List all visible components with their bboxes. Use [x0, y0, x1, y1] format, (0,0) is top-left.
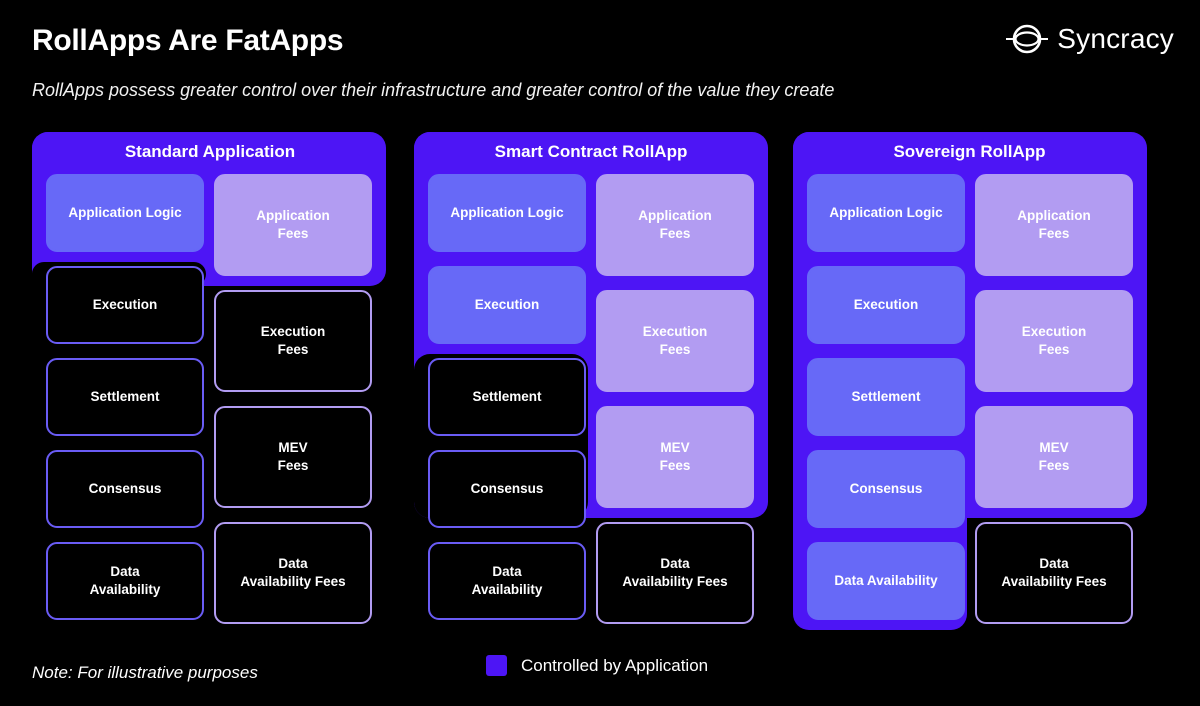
fee-box-execution-fees[interactable]: Execution Fees [975, 290, 1133, 392]
stack-box-data-availability[interactable]: Data Availability [807, 542, 965, 620]
fee-box-mev-fees[interactable]: MEV Fees [975, 406, 1133, 508]
fee-box-execution-fees[interactable]: Execution Fees [214, 290, 372, 392]
page-title: RollApps Are FatApps [32, 24, 344, 57]
stack-box-data-availability[interactable]: Data Availability [46, 542, 204, 620]
fee-box-data-availability-fees[interactable]: Data Availability Fees [596, 522, 754, 624]
column-title-standard-application: Standard Application [124, 142, 296, 161]
fee-box-application-fees[interactable]: Application Fees [214, 174, 372, 276]
stack-box-application-logic[interactable]: Application Logic [428, 174, 586, 252]
stack-box-consensus[interactable]: Consensus [46, 450, 204, 528]
footnote: Note: For illustrative purposes [32, 663, 258, 682]
stack-box-data-availability[interactable]: Data Availability [428, 542, 586, 620]
legend: Controlled by Application [486, 655, 708, 676]
stack-box-application-logic[interactable]: Application Logic [46, 174, 204, 252]
fee-box-data-availability-fees[interactable]: Data Availability Fees [975, 522, 1133, 624]
fee-box-application-fees[interactable]: Application Fees [596, 174, 754, 276]
syncracy-eclipse-icon [1006, 24, 1049, 54]
legend-label: Controlled by Application [521, 655, 709, 675]
legend-swatch-controlled-by-application [486, 655, 507, 676]
fee-box-execution-fees[interactable]: Execution Fees [596, 290, 754, 392]
stack-box-execution[interactable]: Execution [46, 266, 204, 344]
column-title-sovereign-rollapp: Sovereign RollApp [893, 142, 1046, 161]
stack-box-application-logic[interactable]: Application Logic [807, 174, 965, 252]
page-subtitle: RollApps possess greater control over th… [32, 80, 835, 100]
fee-box-mev-fees[interactable]: MEV Fees [596, 406, 754, 508]
fee-box-application-fees[interactable]: Application Fees [975, 174, 1133, 276]
stack-box-execution[interactable]: Execution [428, 266, 586, 344]
brand-name: Syncracy [1057, 23, 1174, 54]
fee-box-data-availability-fees[interactable]: Data Availability Fees [214, 522, 372, 624]
fee-box-mev-fees[interactable]: MEV Fees [214, 406, 372, 508]
stack-box-execution[interactable]: Execution [807, 266, 965, 344]
stack-box-consensus[interactable]: Consensus [428, 450, 586, 528]
stack-box-settlement[interactable]: Settlement [807, 358, 965, 436]
stack-box-consensus[interactable]: Consensus [807, 450, 965, 528]
brand-logo: Syncracy [1006, 22, 1174, 56]
stack-box-settlement[interactable]: Settlement [46, 358, 204, 436]
column-title-smart-contract-rollapp: Smart Contract RollApp [494, 142, 688, 161]
stack-box-settlement[interactable]: Settlement [428, 358, 586, 436]
